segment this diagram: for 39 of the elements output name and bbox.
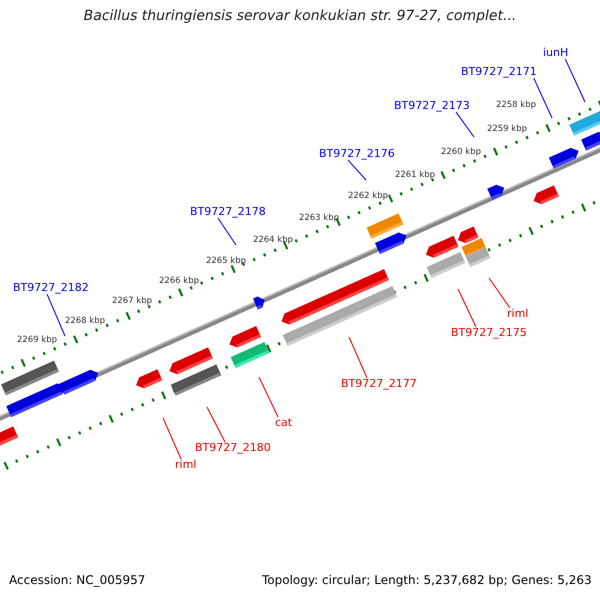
scale-label: 2265 kbp xyxy=(206,257,246,266)
scale-label: 2266 kbp xyxy=(158,277,199,286)
leader-line xyxy=(218,218,236,246)
leader-line xyxy=(46,294,66,336)
gene-label: BT9727_2171 xyxy=(461,66,537,78)
leader-line xyxy=(458,288,476,328)
gene-label: BT9727_2175 xyxy=(451,327,527,340)
gene-label: BT9727_2173 xyxy=(394,100,470,112)
scale-label: 2269 kbp xyxy=(16,336,57,346)
leader-line xyxy=(564,58,586,102)
leader-line xyxy=(348,160,366,180)
leader-line xyxy=(348,336,368,378)
leader-line xyxy=(162,418,182,460)
scale-label: 2267 kbp xyxy=(112,297,152,306)
scale-label: 2258 kbp xyxy=(496,101,536,110)
gene-label: iunH xyxy=(543,47,568,60)
leader-line xyxy=(258,376,278,418)
scale-label: 2264 kbp xyxy=(252,236,293,246)
gene-label: BT9727_2176 xyxy=(319,148,395,160)
gene-label: BT9727_2182 xyxy=(13,282,89,294)
scale-label: 2262 kbp xyxy=(348,192,388,202)
scale-label: 2259 kbp xyxy=(486,125,527,134)
scale-label: 2261 kbp xyxy=(394,171,435,180)
gene-label: BT9727_2178 xyxy=(190,206,266,218)
gene-label: BT9727_2180 xyxy=(195,442,271,454)
footer-text: Topology: circular; Length: 5,237,682 bp; Genes: 5,263 xyxy=(262,574,592,588)
scale-label: 2268 kbp xyxy=(64,317,105,326)
title: Bacillus thuringiensis serovar konkukian str. 97-27, complet... xyxy=(82,9,518,24)
leader-line xyxy=(206,406,226,442)
gene-label: riml xyxy=(175,459,196,472)
footer-text: Accession: NC_005957 xyxy=(9,574,146,588)
gene-label: cat xyxy=(275,417,292,430)
leader-line xyxy=(488,278,510,308)
leader-line xyxy=(456,112,474,138)
gene-label: riml xyxy=(507,308,528,320)
scale-label: 2260 kbp xyxy=(440,148,481,158)
scale-label: 2263 kbp xyxy=(298,214,339,224)
gene-label: BT9727_2177 xyxy=(341,378,417,390)
leader-line xyxy=(533,78,552,118)
